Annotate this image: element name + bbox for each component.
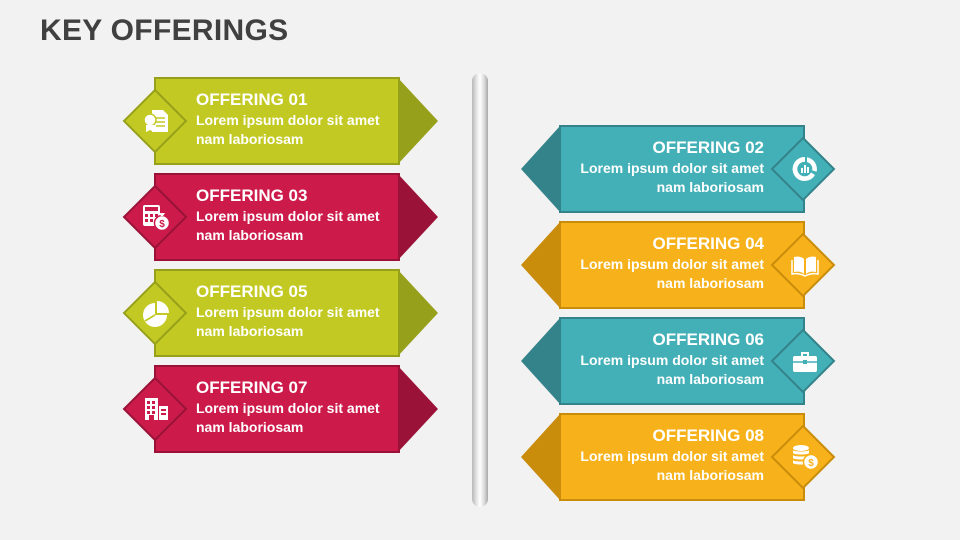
offering-desc-line2: nam laboriosam <box>656 275 764 291</box>
offering-desc-line2: nam laboriosam <box>656 467 764 483</box>
offering-title: OFFERING 06 <box>652 330 764 349</box>
offering-desc-line2: nam laboriosam <box>196 323 304 339</box>
banner-shape <box>521 125 836 213</box>
offering-card-08: $ OFFERING 08 Lorem ipsum dolor sit amet… <box>518 413 838 501</box>
offering-card-03: $ OFFERING 03 Lorem ipsum dolor sit amet… <box>122 173 442 261</box>
offering-desc-line1: Lorem ipsum dolor sit amet <box>196 304 380 320</box>
pie-chart-icon <box>143 301 169 327</box>
offering-desc-line1: Lorem ipsum dolor sit amet <box>196 112 380 128</box>
page-title: KEY OFFERINGS <box>40 14 289 47</box>
center-divider <box>472 73 488 507</box>
donut-chart-icon <box>792 156 817 181</box>
banner-shape <box>122 365 438 453</box>
offering-title: OFFERING 08 <box>652 426 764 445</box>
offering-desc-line1: Lorem ipsum dolor sit amet <box>196 208 380 224</box>
offering-card-07: OFFERING 07 Lorem ipsum dolor sit amet n… <box>122 365 442 453</box>
offering-title: OFFERING 04 <box>652 234 764 253</box>
offering-desc-line2: nam laboriosam <box>196 419 304 435</box>
offering-card-05: OFFERING 05 Lorem ipsum dolor sit amet n… <box>122 269 442 357</box>
offering-desc-line1: Lorem ipsum dolor sit amet <box>580 448 764 464</box>
offering-card-01: OFFERING 01 Lorem ipsum dolor sit amet n… <box>122 77 442 165</box>
calculator-money-bag-icon: $ <box>143 205 171 232</box>
offering-desc-line1: Lorem ipsum dolor sit amet <box>580 352 764 368</box>
offering-desc-line2: nam laboriosam <box>656 371 764 387</box>
certificate-icon <box>143 110 168 132</box>
offering-title: OFFERING 02 <box>652 138 764 157</box>
offering-title: OFFERING 03 <box>196 186 308 205</box>
banner-shape <box>521 413 836 501</box>
offering-card-02: OFFERING 02 Lorem ipsum dolor sit amet n… <box>518 125 838 213</box>
offering-title: OFFERING 07 <box>196 378 308 397</box>
offering-desc-line2: nam laboriosam <box>656 179 764 195</box>
offering-desc-line1: Lorem ipsum dolor sit amet <box>580 160 764 176</box>
briefcase-icon <box>793 352 817 372</box>
offering-card-04: OFFERING 04 Lorem ipsum dolor sit amet n… <box>518 221 838 309</box>
offering-title: OFFERING 01 <box>196 90 308 109</box>
open-book-icon <box>791 256 819 277</box>
offering-desc-line1: Lorem ipsum dolor sit amet <box>196 400 380 416</box>
buildings-icon <box>145 398 168 420</box>
svg-text:$: $ <box>808 458 814 469</box>
offering-desc-line2: nam laboriosam <box>196 227 304 243</box>
svg-text:$: $ <box>159 219 165 230</box>
offering-desc-line2: nam laboriosam <box>196 131 304 147</box>
offering-card-06: OFFERING 06 Lorem ipsum dolor sit amet n… <box>518 317 838 405</box>
coins-dollar-icon: $ <box>793 445 820 471</box>
offering-title: OFFERING 05 <box>196 282 308 301</box>
offering-desc-line1: Lorem ipsum dolor sit amet <box>580 256 764 272</box>
